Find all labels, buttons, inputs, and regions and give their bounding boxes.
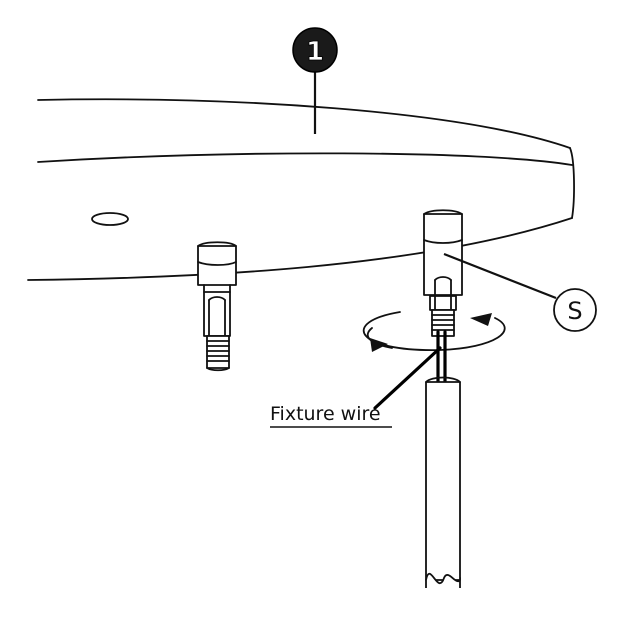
fixture-wire-label: Fixture wire (270, 403, 381, 425)
canopy-bottom-edge (27, 217, 573, 281)
right-stud (423, 209, 463, 337)
canopy-rim-inner (37, 152, 573, 166)
left-stud (197, 241, 237, 372)
canopy-top-edge (37, 98, 571, 149)
fixture-wire (420, 330, 466, 602)
step-badge-number: 1 (306, 37, 324, 67)
canopy-plate (27, 98, 575, 281)
canopy-mounting-hole (91, 212, 129, 226)
cable-cut-end (425, 572, 461, 593)
callout-s-letter: S (567, 297, 582, 325)
arrowhead-left (370, 338, 388, 352)
callout-s-leader (443, 252, 557, 300)
callout-s-circle (553, 288, 597, 332)
rotation-arrow (362, 311, 506, 352)
wire-leader-line (373, 346, 442, 410)
step-badge-circle (292, 27, 338, 73)
canopy-right-edge (569, 147, 575, 219)
arrowhead-right (470, 313, 492, 326)
